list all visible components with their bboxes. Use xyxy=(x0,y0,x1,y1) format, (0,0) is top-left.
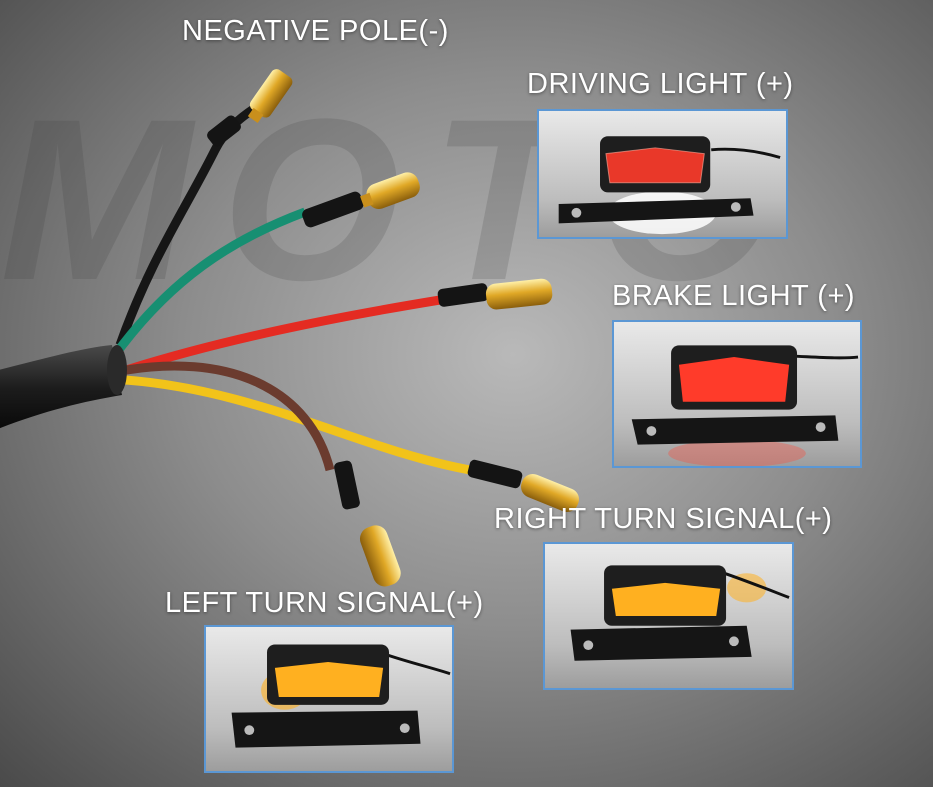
tail-light-brake-icon xyxy=(631,345,859,466)
black-wire xyxy=(115,104,258,347)
main-cable xyxy=(0,345,122,429)
driving-light-photo xyxy=(537,109,788,239)
sleeve-black xyxy=(207,115,241,147)
connector-black xyxy=(249,69,293,118)
connector-green xyxy=(366,172,420,210)
right-turn-signal-label: RIGHT TURN SIGNAL(+) xyxy=(494,503,833,535)
left-turn-signal-label: LEFT TURN SIGNAL(+) xyxy=(165,587,484,619)
red-wire xyxy=(118,295,441,377)
sleeve-yellow xyxy=(467,459,523,489)
right-turn-signal-photo xyxy=(543,542,794,690)
tail-light-right-turn-icon xyxy=(570,565,790,661)
connector-yellow xyxy=(521,473,579,513)
connector-brown xyxy=(359,525,401,587)
negative-pole-label: NEGATIVE POLE(-) xyxy=(182,15,449,47)
sleeve-red xyxy=(437,283,489,307)
sleeve-brown xyxy=(334,460,360,510)
brown-wire xyxy=(114,361,335,472)
connector-red xyxy=(485,278,553,310)
tail-light-driving-icon xyxy=(558,136,781,235)
driving-light-label: DRIVING LIGHT (+) xyxy=(527,68,794,100)
brake-light-label: BRAKE LIGHT (+) xyxy=(612,280,856,312)
green-wire xyxy=(111,207,307,358)
sleeve-green xyxy=(302,191,364,228)
brake-light-photo xyxy=(612,320,862,468)
left-turn-signal-photo xyxy=(204,625,454,773)
tail-light-left-turn-icon xyxy=(231,644,451,748)
yellow-wire xyxy=(124,375,471,475)
